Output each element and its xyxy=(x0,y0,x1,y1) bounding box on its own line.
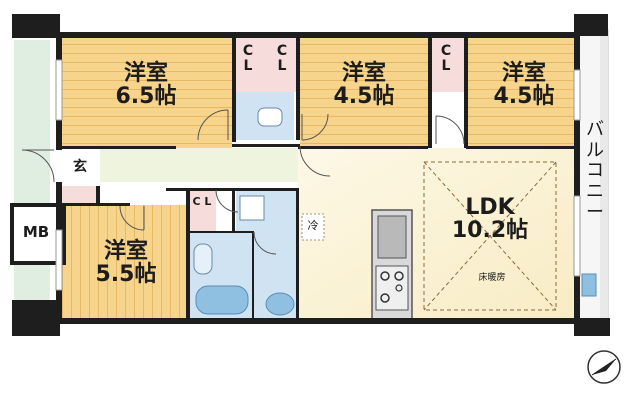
closet-4-label: C L xyxy=(192,195,212,208)
bedroom-4-size: 5.5帖 xyxy=(95,262,157,288)
walls xyxy=(10,14,610,336)
bedroom-3-size: 4.5帖 xyxy=(493,84,555,110)
ldk-size: 10.2帖 xyxy=(451,218,529,244)
closet-2-label: C L xyxy=(276,43,288,74)
shower xyxy=(193,243,213,275)
toilet xyxy=(257,107,283,127)
balcony-label: バルコニー xyxy=(586,119,604,223)
closet-3 xyxy=(428,36,466,92)
bedroom-2-label: 洋室 4.5帖 xyxy=(314,62,414,108)
washing-machine-pan xyxy=(239,195,265,221)
bedroom-4-name: 洋室 xyxy=(103,239,148,264)
balcony-sink xyxy=(581,273,597,297)
stove xyxy=(375,265,409,311)
bedroom-2-size: 4.5帖 xyxy=(333,84,395,110)
closet-4 xyxy=(189,190,216,232)
bedroom-1-size: 6.5帖 xyxy=(115,84,177,110)
kitchen-sink xyxy=(377,215,407,259)
bedroom-1-floor xyxy=(62,36,232,148)
entrance-label: 玄 xyxy=(73,159,87,175)
ldk-label: LDK 10.2帖 xyxy=(440,196,540,242)
closet-3-label: C L xyxy=(440,43,452,74)
closet-2 xyxy=(266,36,298,92)
bedroom-3-floor xyxy=(466,36,578,148)
floor-heating-area xyxy=(423,161,557,311)
ldk-floor xyxy=(298,148,578,320)
windows xyxy=(55,59,581,291)
bedroom-4-label: 洋室 5.5帖 xyxy=(76,240,176,286)
balcony-rail xyxy=(600,30,608,330)
bedroom-2-floor xyxy=(300,36,428,148)
fridge-space xyxy=(301,213,325,241)
bedroom-1-label: 洋室 6.5帖 xyxy=(96,62,196,108)
ldk-name: LDK xyxy=(465,195,515,220)
corridor xyxy=(62,148,298,182)
compass-icon xyxy=(587,350,621,384)
floor-heating-label: 床暖房 xyxy=(478,273,506,283)
meter-box-label: MB xyxy=(22,223,50,241)
closet-1-label: C L xyxy=(242,43,254,74)
fridge-label: 冷 xyxy=(307,219,319,232)
bedroom-1-name: 洋室 xyxy=(123,61,168,86)
wash-basin xyxy=(265,292,295,316)
bedroom-2-name: 洋室 xyxy=(341,61,386,86)
closet-1 xyxy=(232,36,266,92)
bedroom-3-name: 洋室 xyxy=(501,61,546,86)
bedroom-4-floor xyxy=(62,205,189,320)
bathtub xyxy=(195,285,249,315)
left-exterior-strip xyxy=(14,40,50,320)
shoe-closet xyxy=(62,186,100,205)
door-swings xyxy=(21,109,465,255)
bedroom-3-label: 洋室 4.5帖 xyxy=(474,62,574,108)
